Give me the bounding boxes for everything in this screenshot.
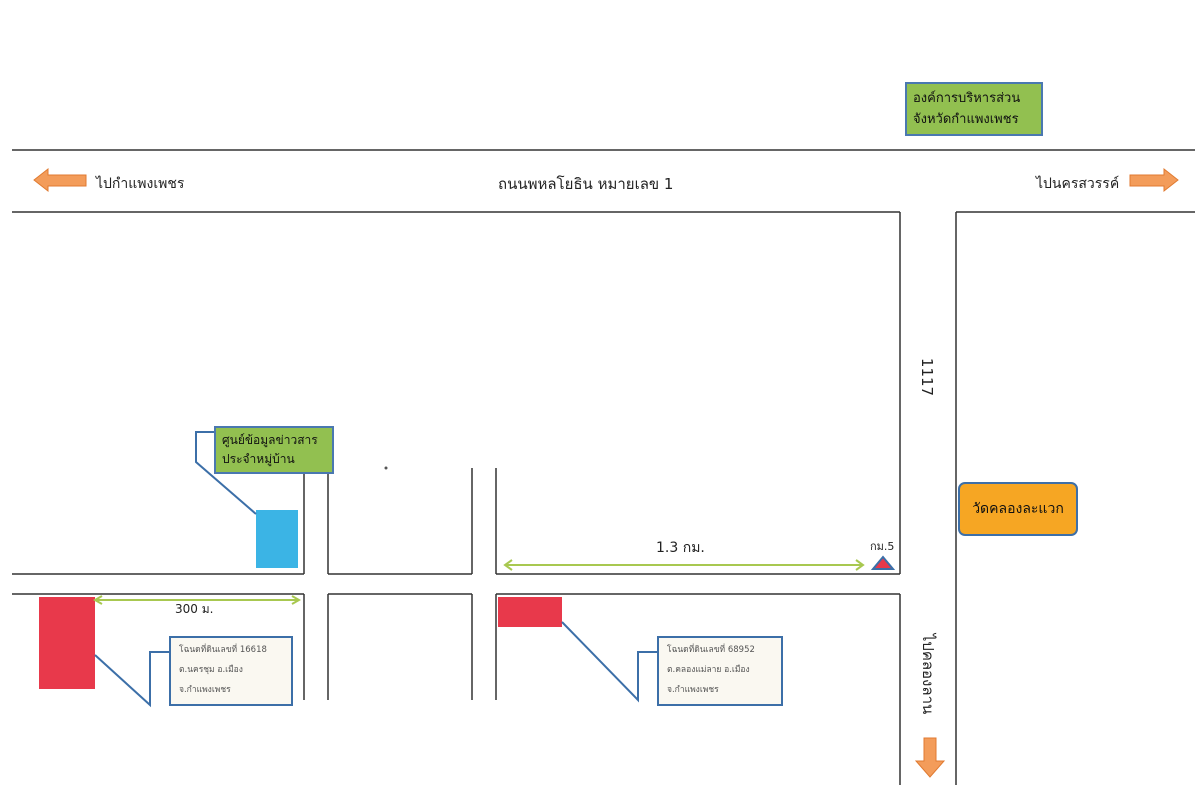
info-center-line1: ศูนย์ข้อมูลข่าวสาร	[222, 433, 318, 447]
info-center-building	[256, 510, 298, 568]
km-marker-label: กม.5	[870, 540, 895, 553]
side-road-direction: ไปคลองลาน	[919, 633, 937, 715]
distance-short-label: 300 ม.	[175, 602, 214, 616]
arrow-left-icon	[33, 167, 87, 193]
side-road-number: 1117	[918, 357, 936, 397]
right-direction-label: ไปนครสวรรค์	[1036, 176, 1120, 192]
parcel-right	[498, 597, 562, 627]
main-road-name: ถนนพหลโยธิน หมายเลข 1	[498, 175, 674, 193]
deed-left-line3: จ.กำแพงเพชร	[179, 685, 231, 695]
distance-long-left-head	[503, 559, 513, 571]
org-label-box: องค์การบริหารส่วน จังหวัดกำแพงเพชร	[905, 82, 1043, 136]
deed-right-line1: โฉนดที่ดินเลขที่ 68952	[667, 645, 755, 655]
distance-long-right-head	[855, 559, 865, 571]
deed-right-line2: ต.คลองแม่ลาย อ.เมือง	[667, 665, 750, 675]
deed-right-line3: จ.กำแพงเพชร	[667, 685, 719, 695]
temple-label: วัดคลองละแวก	[958, 482, 1078, 536]
deed-left-line2: ต.นครชุม อ.เมือง	[179, 665, 243, 675]
org-line2: จังหวัดกำแพงเพชร	[913, 112, 1019, 127]
org-line1: องค์การบริหารส่วน	[913, 91, 1021, 106]
deed-right-box: โฉนดที่ดินเลขที่ 68952 ต.คลองแม่ลาย อ.เม…	[657, 636, 783, 706]
distance-short-right-head	[291, 595, 302, 605]
info-center-leader	[195, 431, 257, 515]
km-marker-icon	[870, 555, 896, 570]
distance-short-left-head	[92, 595, 103, 605]
marker-dot	[384, 466, 388, 470]
deed-right-leader	[561, 621, 658, 703]
deed-left-leader	[94, 651, 170, 708]
deed-left-box: โฉนดที่ดินเลขที่ 16618 ต.นครชุม อ.เมือง …	[169, 636, 293, 706]
info-center-line2: ประจำหมู่บ้าน	[222, 452, 295, 466]
info-center-label: ศูนย์ข้อมูลข่าวสาร ประจำหมู่บ้าน	[214, 426, 334, 474]
left-direction-label: ไปกำแพงเพชร	[96, 176, 185, 192]
arrow-down-icon	[914, 737, 946, 778]
arrow-right-icon	[1129, 167, 1179, 193]
deed-left-line1: โฉนดที่ดินเลขที่ 16618	[179, 645, 267, 655]
parcel-left	[39, 597, 95, 689]
distance-long-label: 1.3 กม.	[656, 540, 705, 556]
